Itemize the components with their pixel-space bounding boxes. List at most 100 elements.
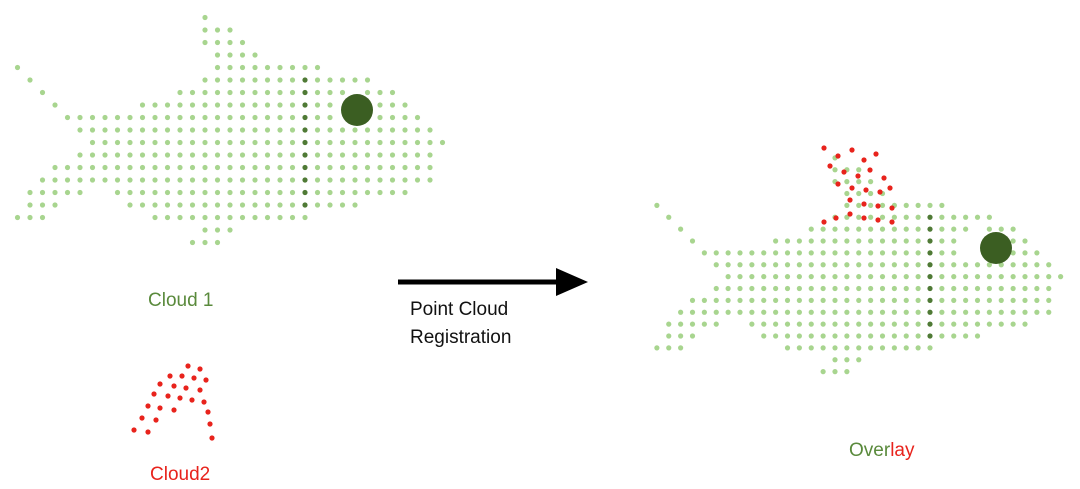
fish-point	[844, 285, 850, 292]
fish-point	[796, 333, 802, 339]
fish-point	[808, 226, 814, 232]
fish-point	[164, 152, 171, 158]
stripe-point	[927, 226, 933, 232]
fish-point	[963, 333, 969, 339]
fish-point	[891, 262, 897, 268]
fish-point	[891, 297, 897, 303]
fish-point	[414, 139, 421, 146]
fish-point	[856, 274, 862, 280]
fish-point	[152, 177, 158, 183]
fish-point	[314, 102, 321, 108]
fish-point	[289, 77, 296, 83]
red-point	[841, 169, 847, 175]
fish-point	[678, 309, 684, 315]
fish-point	[856, 214, 862, 220]
fish-point	[264, 139, 271, 146]
fish-point	[832, 167, 838, 173]
fish-point	[903, 262, 909, 268]
fish-point	[427, 139, 433, 146]
fish-point	[998, 297, 1004, 303]
fish-point	[808, 321, 814, 327]
fish-point	[856, 333, 862, 339]
fish-point	[377, 102, 383, 108]
fish-point	[39, 202, 46, 208]
red-point	[131, 427, 137, 433]
fish-point	[214, 52, 221, 58]
fish-point	[127, 189, 133, 196]
arrow-label-line2: Registration	[410, 327, 512, 348]
fish-point	[998, 285, 1004, 292]
fish-point	[903, 238, 909, 244]
fish-point	[339, 77, 346, 83]
fish-point	[389, 164, 396, 171]
fish-point	[749, 297, 755, 303]
fish-point	[808, 274, 814, 280]
fish-point	[227, 189, 233, 196]
fish-point	[1034, 309, 1040, 315]
fish-point	[402, 139, 408, 146]
fish-point	[856, 262, 862, 268]
fish-point	[414, 164, 421, 171]
fish-point	[844, 179, 850, 185]
fish-point	[114, 127, 121, 133]
fish-point	[903, 321, 909, 327]
fish-point	[252, 152, 258, 158]
fish-point	[1022, 250, 1028, 256]
fish-point	[239, 39, 246, 46]
fish-point	[14, 214, 21, 221]
fish-point	[189, 214, 196, 221]
fish-point	[915, 285, 921, 292]
fish-point	[773, 238, 779, 244]
fish-point	[784, 274, 791, 280]
red-point	[209, 435, 215, 441]
fish-point	[784, 262, 791, 268]
fish-point	[856, 179, 862, 185]
fish-point	[1046, 285, 1052, 292]
fish-point	[986, 309, 992, 315]
fish-point	[773, 285, 779, 292]
fish-point	[214, 227, 221, 233]
fish-point	[808, 297, 814, 303]
fish-point	[327, 152, 333, 158]
fish-point	[915, 238, 921, 244]
fish-point	[239, 114, 246, 121]
red-point	[185, 363, 191, 369]
fish-point	[364, 77, 371, 83]
fish-point	[227, 202, 233, 208]
fish-point	[879, 297, 886, 303]
fish-point	[39, 177, 46, 183]
fish-point	[796, 309, 802, 315]
fish-point	[177, 89, 183, 96]
fish-point	[939, 262, 945, 268]
fish-point	[784, 345, 791, 351]
fish-point	[77, 177, 83, 183]
fish-point	[808, 285, 814, 292]
fish-point	[152, 189, 158, 196]
fish-point	[773, 262, 779, 268]
fish-point	[832, 274, 838, 280]
fish-point	[891, 214, 897, 220]
fish-point	[177, 152, 183, 158]
fish-point	[713, 250, 719, 256]
fish-point	[152, 102, 158, 108]
fish-point	[64, 114, 71, 121]
fish-point	[832, 297, 838, 303]
fish-point	[844, 321, 850, 327]
fish-point	[214, 139, 221, 146]
stripe-point	[302, 177, 308, 183]
fish-point	[903, 202, 909, 208]
fish-point	[402, 164, 408, 171]
fish-point	[239, 64, 246, 71]
fish-point	[856, 238, 862, 244]
fish-point	[773, 250, 779, 256]
fish-point	[761, 297, 767, 303]
fish-point	[974, 333, 981, 339]
fish-point	[377, 152, 383, 158]
fish-point	[820, 262, 826, 268]
fish-point	[903, 309, 909, 315]
fish-point	[377, 114, 383, 121]
fish-point	[986, 297, 992, 303]
fish-point	[239, 102, 246, 108]
fish-point	[89, 127, 96, 133]
fish-point	[152, 152, 158, 158]
